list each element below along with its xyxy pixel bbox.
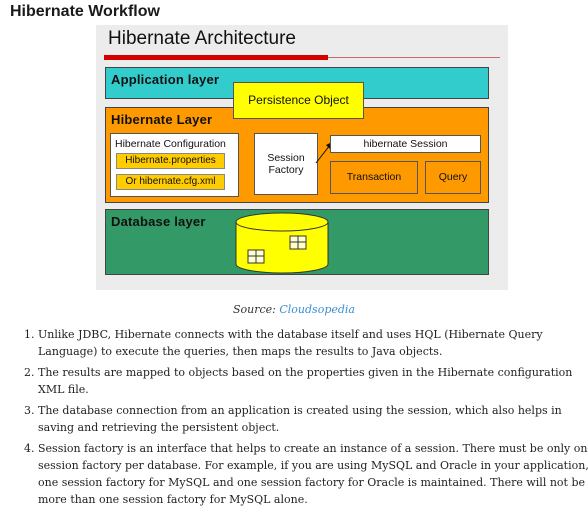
hibernate-properties-item: Hibernate.properties	[116, 153, 225, 169]
page-title: Hibernate Workflow	[10, 3, 160, 20]
hibernate-session-box: hibernate Session	[330, 135, 481, 153]
hibernate-layer-label: Hibernate Layer	[111, 112, 213, 127]
session-factory-line2: Factory	[268, 164, 304, 176]
image-source: Source: Cloudsopedia	[0, 303, 588, 316]
hibernate-configuration-box: Hibernate Configuration Hibernate.proper…	[110, 133, 239, 197]
source-link[interactable]: Cloudsopedia	[279, 303, 355, 316]
list-item: Session factory is an interface that hel…	[38, 440, 588, 508]
workflow-steps-list: Unlike JDBC, Hibernate connects with the…	[22, 326, 588, 512]
session-factory-line1: Session	[267, 152, 305, 164]
list-item: The database connection from an applicat…	[38, 402, 588, 436]
title-underline	[104, 55, 328, 60]
hibernate-cfg-xml-item: Or hibernate.cfg.xml	[116, 174, 225, 190]
transaction-box: Transaction	[330, 161, 418, 194]
persistence-object-box: Persistence Object	[233, 82, 364, 119]
database-layer-label: Database layer	[111, 214, 206, 229]
hibernate-architecture-diagram: Hibernate Architecture Application layer…	[96, 25, 508, 290]
hibernate-configuration-label: Hibernate Configuration	[115, 138, 226, 150]
list-item: The results are mapped to objects based …	[38, 364, 588, 398]
list-item: Unlike JDBC, Hibernate connects with the…	[38, 326, 588, 360]
source-prefix: Source:	[233, 303, 280, 316]
title-rule	[328, 57, 500, 58]
session-factory-box: Session Factory	[254, 133, 318, 195]
application-layer-label: Application layer	[111, 72, 220, 87]
diagram-title: Hibernate Architecture	[108, 28, 296, 49]
database-cylinder-icon	[235, 212, 329, 274]
query-box: Query	[425, 161, 481, 194]
